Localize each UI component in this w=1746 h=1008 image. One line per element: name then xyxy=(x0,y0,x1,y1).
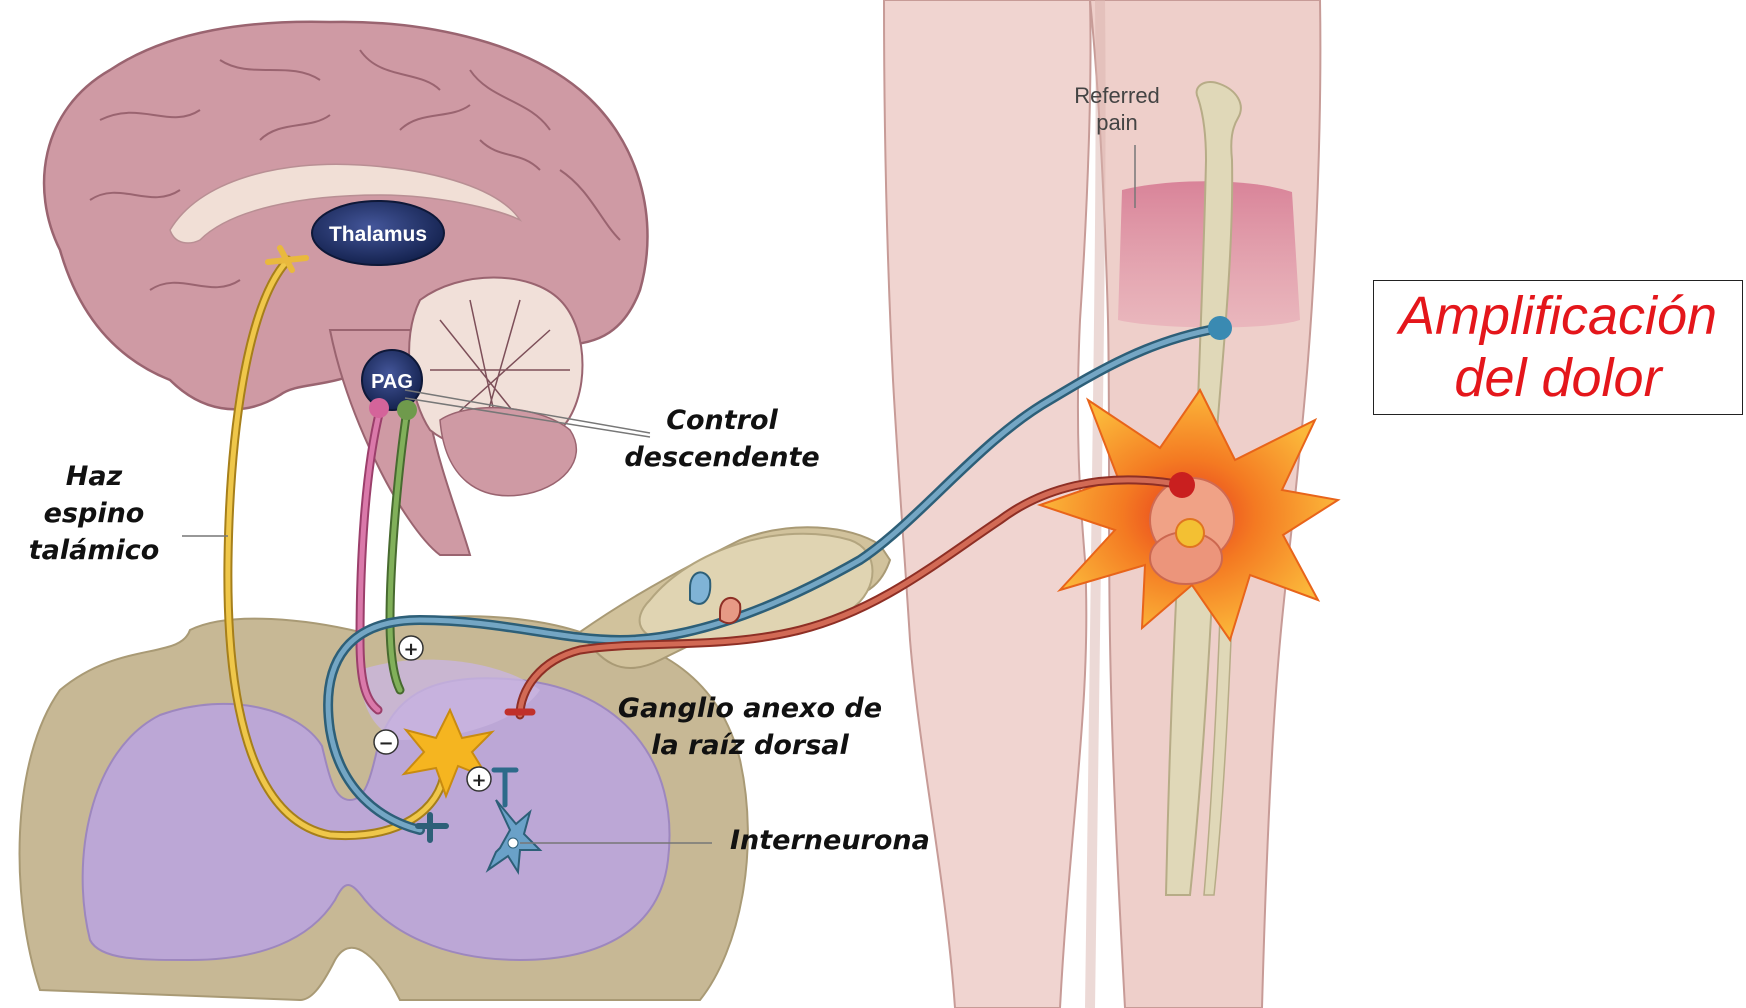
label-haz-line1: Haz xyxy=(24,458,164,495)
legs-illustration xyxy=(884,0,1338,1008)
thalamus-label: Thalamus xyxy=(329,223,427,246)
label-control-descendente: Control descendente xyxy=(622,402,822,476)
red-fiber-receptor xyxy=(1169,472,1195,498)
inflammation-point xyxy=(1176,519,1204,547)
label-haz-espino-talamico: Haz espino talámico xyxy=(24,458,164,569)
referred-pain-label-line2: pain xyxy=(1096,110,1138,135)
blue-ganglion-soma xyxy=(690,572,710,603)
plus-sign-interneuron-text: + xyxy=(471,770,486,791)
label-interneurona-text: Interneurona xyxy=(730,822,950,859)
pag-green-soma xyxy=(397,400,417,420)
label-haz-line3: talámico xyxy=(24,532,164,569)
label-ganglio-line1: Ganglio anexo de xyxy=(600,690,900,727)
red-ganglion-soma xyxy=(720,598,740,623)
pag-pink-soma xyxy=(369,398,389,418)
referred-pain-label-line1: Referred xyxy=(1074,83,1160,108)
label-control-line1: Control xyxy=(622,402,822,439)
dorsal-root-ganglion xyxy=(640,534,873,640)
interneuron-nucleus xyxy=(508,838,518,848)
callout-line1: Amplificación xyxy=(1374,285,1742,347)
plus-sign-top-text: + xyxy=(403,639,418,660)
label-haz-line2: espino xyxy=(24,495,164,532)
label-ganglio: Ganglio anexo de la raíz dorsal xyxy=(600,690,900,764)
cerebellum-lower xyxy=(440,408,576,496)
blue-fiber-receptor xyxy=(1208,316,1232,340)
label-interneurona: Interneurona xyxy=(730,822,950,859)
label-control-line2: descendente xyxy=(622,439,822,476)
amplification-callout-box: Amplificación del dolor xyxy=(1373,280,1743,415)
callout-line2: del dolor xyxy=(1374,347,1742,409)
minus-sign-text: − xyxy=(378,733,393,754)
label-ganglio-line2: la raíz dorsal xyxy=(600,727,900,764)
